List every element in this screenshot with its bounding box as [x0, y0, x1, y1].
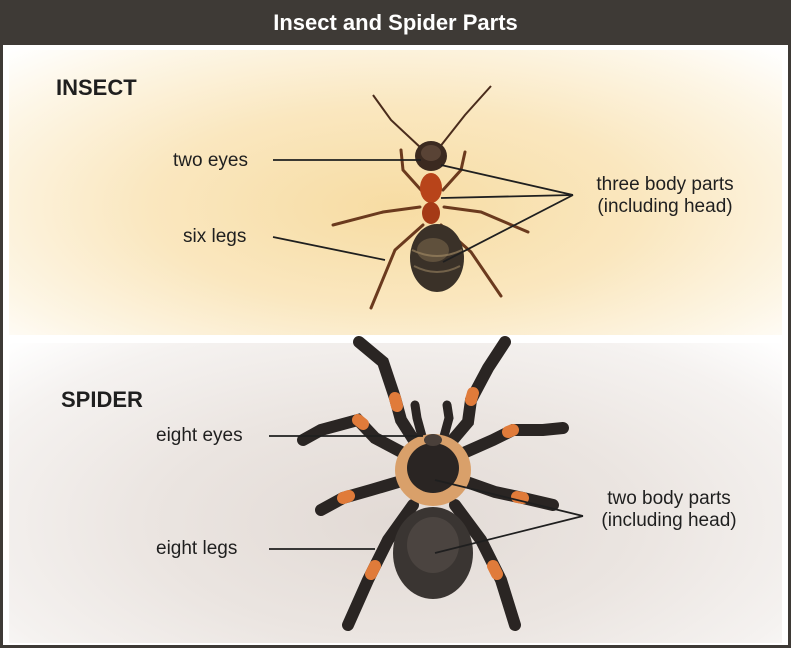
- spider-heading: SPIDER: [61, 387, 143, 413]
- spider-illustration: [303, 342, 563, 625]
- insect-body-parts-line2: (including head): [577, 196, 753, 218]
- spider-legs-label: eight legs: [156, 538, 237, 560]
- insect-heading: INSECT: [56, 75, 137, 101]
- spider-body-parts-line1: two body parts: [581, 488, 757, 510]
- insect-body-parts-line1: three body parts: [577, 174, 753, 196]
- spider-eyes-label: eight eyes: [156, 425, 243, 447]
- insect-legs-label: six legs: [183, 226, 246, 248]
- ant-thorax: [420, 173, 442, 203]
- spider-body-parts-line2: (including head): [581, 510, 757, 532]
- insect-eyes-label: two eyes: [173, 150, 248, 172]
- insect-body-parts-label: three body parts (including head): [577, 174, 753, 218]
- spider-body-parts-label: two body parts (including head): [581, 488, 757, 532]
